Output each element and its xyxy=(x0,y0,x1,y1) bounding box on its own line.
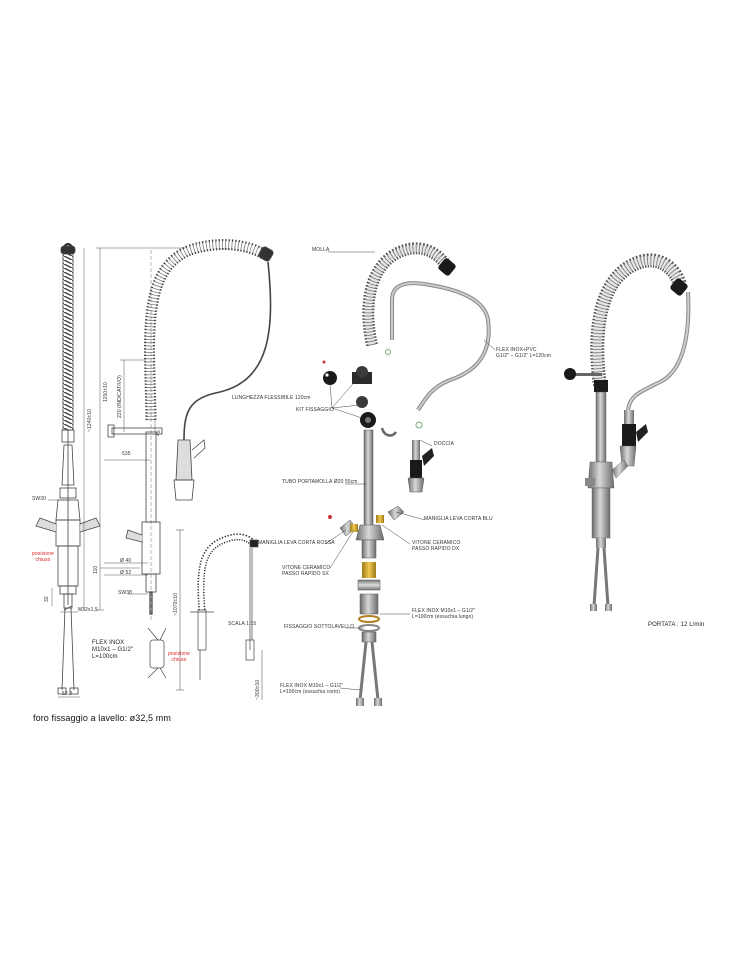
label-sw38: SW38 xyxy=(118,590,133,596)
dim-adjustable: 220 (INDICATIVO) xyxy=(117,375,123,418)
label-sw30: SW30 xyxy=(32,496,47,502)
closed-position-2-line-2: chiuso xyxy=(171,656,187,663)
closed-position-label-2: posizione chiuso xyxy=(168,651,191,664)
flex-inox-line-1: FLEX INOX xyxy=(92,640,125,646)
label-flex-corto: FLEX INOX M10x1 – G1/2" L=100cm (essuchi… xyxy=(280,683,343,696)
label-molla: MOLLA xyxy=(312,247,330,253)
scale-label: SCALA 1:15 xyxy=(228,621,257,627)
dim-110: 110 xyxy=(93,565,99,574)
flex-inox-line-2: M10x1 – G1/2" xyxy=(92,646,134,653)
flex-inox-line-3: L=100cm xyxy=(92,653,118,660)
flex-pvc-line-1: FLEX INOX+PVC xyxy=(496,347,537,353)
label-maniglia-rossa: MANIGLIA LEVA CORTA ROSSA xyxy=(258,540,335,546)
label-tubo-portamolla: TUBO PORTAMOLLA Ø20 55cm xyxy=(282,479,358,485)
label-vitone-sx: VITONE CERAMICO PASSO RAPIDO SX xyxy=(282,565,331,578)
dim-535: 535 xyxy=(122,451,131,457)
label-kit-fissaggio: KIT FISSAGGIO xyxy=(296,407,334,413)
callout-lines xyxy=(324,251,496,691)
dim-53: 53,2 xyxy=(62,691,73,697)
flow-rate-label: PORTATA : 12 L/min xyxy=(648,622,705,628)
dim-1070: ~1070±10 xyxy=(173,592,179,616)
label-maniglia-blu: MANIGLIA LEVA CORTA BLU xyxy=(424,516,493,522)
vitone-dx-line-1: VITONE CERAMICO xyxy=(412,540,461,546)
closed-position-line-1: posizione xyxy=(32,551,55,557)
flex-lungo-line-1: FLEX INOX M10x1 – G1/2" xyxy=(412,608,475,614)
closed-position-2-line-1: posizione xyxy=(168,651,191,657)
dim-52: Ø 52 xyxy=(120,570,132,576)
flex-pvc-line-2: G1/2" – G1/2" L=120cm xyxy=(496,352,551,359)
flex-inox-label: FLEX INOX M10x1 – G1/2" L=100cm xyxy=(92,640,133,661)
flex-corto-line-2: L=100cm (essuchia corto) xyxy=(280,688,341,695)
label-m32: M32x1,5 xyxy=(78,607,98,613)
label-doccia: DOCCIA xyxy=(434,441,455,447)
scaled-view xyxy=(147,529,263,700)
label-fissaggio-sottolavello: FISSAGGIO SOTTOLAVELLO xyxy=(284,624,355,630)
label-flex-pvc: FLEX INOX+PVC G1/2" – G1/2" L=120cm xyxy=(496,347,551,360)
exploded-view xyxy=(322,242,491,706)
side-view-drawing xyxy=(35,243,101,695)
label-vitone-dx: VITONE CERAMICO PASSO RAPIDO DX xyxy=(412,540,461,553)
flex-hose-length-label: LUNGHEZZA FLESSIBILE 120cm xyxy=(232,395,311,401)
vitone-dx-line-2: PASSO RAPIDO DX xyxy=(412,545,460,552)
dim-300: ~300±10 xyxy=(255,679,261,700)
closed-position-label: posizione chiuso xyxy=(32,551,55,564)
vitone-sx-line-1: VITONE CERAMICO xyxy=(282,565,331,571)
dim-40: Ø 40 xyxy=(120,558,132,564)
mounting-hole-note: foro fissaggio a lavello: ø32,5 mm xyxy=(33,713,171,723)
dim-32: 32 xyxy=(44,596,50,602)
dim-total-height: ~1240±10 xyxy=(87,408,93,432)
dimension-lines xyxy=(48,247,265,698)
flex-lungo-line-2: L=100cm (essuchia lungo) xyxy=(412,613,474,620)
flex-corto-line-1: FLEX INOX M10x1 – G1/2" xyxy=(280,683,343,689)
dim-45: 45 xyxy=(156,430,162,436)
label-flex-lungo: FLEX INOX M10x1 – G1/2" L=100cm (essuchi… xyxy=(412,608,475,621)
closed-position-line-2: chiuso xyxy=(35,556,51,563)
product-render xyxy=(564,253,691,611)
front-view-drawing xyxy=(107,239,274,620)
dim-1150: 1150±10 xyxy=(103,382,109,402)
vitone-sx-line-2: PASSO RAPIDO SX xyxy=(282,570,329,577)
